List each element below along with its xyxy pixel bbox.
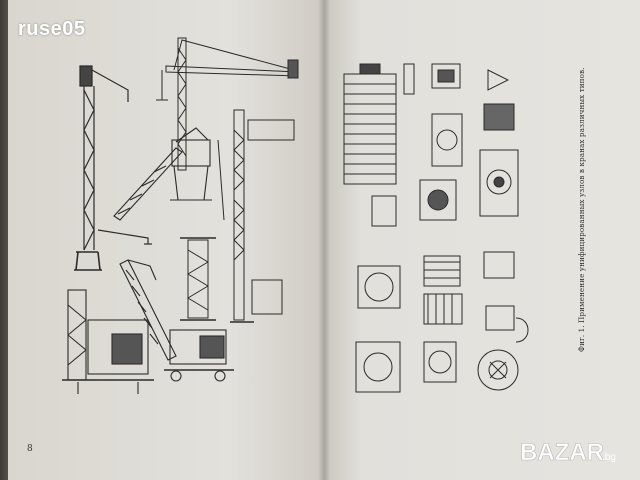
gantry-crane — [217, 109, 295, 323]
page-number: 8 — [27, 444, 33, 454]
bridge-crane — [180, 237, 216, 321]
seller-watermark: ruse05 — [18, 18, 86, 40]
brake-and-block-components — [357, 251, 529, 343]
hook-and-wheel-components — [355, 341, 519, 393]
rail-mounted-crane — [62, 289, 154, 394]
gearbox-components — [431, 103, 519, 217]
motor-components — [371, 179, 457, 227]
book-gutter — [318, 0, 330, 480]
bazar-logo-text: BAZAR — [520, 439, 604, 466]
left-page — [8, 0, 324, 480]
portal-crane-tower — [74, 65, 152, 271]
figure-caption-text: Фиг. 1. Применение унифицированных узлов… — [577, 67, 586, 352]
boom-truck-crane — [119, 259, 234, 382]
bazar-logo-suffix: .bg — [602, 452, 616, 463]
tower-jib-crane — [156, 37, 299, 171]
small-parts-row — [403, 63, 510, 95]
figure-caption: Фиг. 1. Применение унифицированных узлов… — [567, 67, 586, 352]
luffing-jib-crane — [113, 127, 212, 221]
component-drawings — [343, 63, 529, 393]
drum-component — [343, 63, 397, 185]
crane-drawings — [62, 37, 299, 394]
bazar-watermark-logo: BAZAR .bg — [520, 439, 616, 467]
right-page — [324, 0, 640, 480]
